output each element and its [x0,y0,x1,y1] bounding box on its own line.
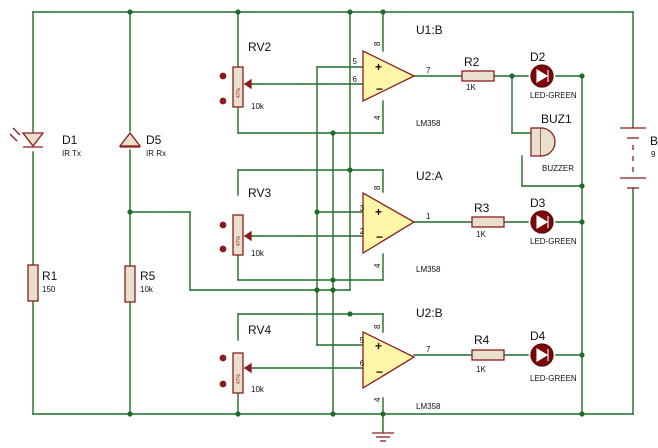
u2a-ref: U2:A [416,169,443,183]
rv4-ref: RV4 [248,323,271,337]
d1-ir-transmitter: D1 IR Tx [9,127,81,158]
d4-led: D4 LED-GREEN [530,329,577,383]
u1b-pin-out: 7 [426,66,431,75]
rv3-value: 10k [251,249,265,258]
d4-ref: D4 [530,329,546,343]
rv4-value: 10k [251,385,265,394]
buz1-value: BUZZER [542,164,574,173]
r3-resistor: R3 1K [471,201,505,239]
u2b-pin-vcc: 8 [373,324,382,329]
b1-battery: B 9 [620,127,658,189]
d5-ir-receiver: D5 IR Rx [118,131,166,158]
svg-text:−: − [376,82,383,96]
u2b-ref: U2:B [416,306,443,320]
d5-ref: D5 [146,133,162,147]
u2b-pin-gnd: 4 [373,397,382,402]
r3-ref: R3 [474,201,490,215]
d4-value: LED-GREEN [530,374,577,383]
r1-value: 150 [42,285,56,294]
svg-text:−: − [376,365,383,379]
rv4-potentiometer: 47% RV4 10k [219,323,271,394]
d1-value: IR Tx [62,149,81,158]
r2-value: 1K [466,83,476,92]
buz1-ref: BUZ1 [541,112,572,126]
u1b-part: LM358 [416,119,441,128]
rv2-ref: RV2 [248,40,271,54]
r5-value: 10k [140,285,154,294]
ground-symbol [372,432,394,442]
rv3-ref: RV3 [248,186,271,200]
b1-value: 9 [651,150,656,159]
rv2-body-text: 47% [236,87,242,98]
u1b-pin-gnd: 4 [373,115,382,120]
u2b-pin-noninv: 5 [360,336,365,345]
d2-led: D2 LED-GREEN [530,50,577,100]
wires [32,11,634,433]
u2a-pin-vcc: 8 [373,185,382,190]
r2-ref: R2 [464,55,480,69]
d2-value: LED-GREEN [530,91,577,100]
svg-text:+: + [375,339,382,353]
rv2-potentiometer: 47% RV2 10k [219,40,271,111]
svg-text:−: − [376,230,383,244]
d3-led: D3 LED-GREEN [530,196,577,246]
r4-value: 1K [476,365,486,374]
buz1-buzzer: BUZ1 BUZZER [530,112,574,173]
r4-ref: R4 [474,333,490,347]
u2a-pin-out: 1 [426,212,431,221]
r1-ref: R1 [42,269,58,283]
r5-resistor: R5 10k [124,265,156,303]
u2b-pin-out: 7 [426,345,431,354]
r1-resistor: R1 150 [27,264,58,302]
rv3-potentiometer: 47% RV3 10k [219,186,271,258]
rv3-body-text: 47% [236,235,242,246]
u2a-opamp: + − 3 2 1 8 4 U2:A LM358 [360,169,443,274]
u2a-pin-inv: 2 [360,227,365,236]
u1b-pin-noninv: 5 [353,57,358,66]
d2-ref: D2 [530,50,546,64]
b1-ref: B [650,134,658,148]
junction-dots [127,9,585,417]
d1-ref: D1 [62,133,78,147]
u2a-pin-noninv: 3 [360,204,365,213]
d3-value: LED-GREEN [530,237,577,246]
u1b-pin-inv: 6 [353,75,358,84]
d3-ref: D3 [530,196,546,210]
u1b-pin-vcc: 8 [373,41,382,46]
svg-text:+: + [375,60,382,74]
svg-text:+: + [375,205,382,219]
u2b-pin-inv: 6 [360,359,365,368]
u1b-ref: U1:B [416,23,443,37]
rv4-body-text: 47% [236,373,242,384]
u1b-opamp: + − 5 6 7 8 4 U1:B LM358 [353,23,443,128]
u2b-part: LM358 [416,402,441,411]
u2a-pin-gnd: 4 [373,263,382,268]
r5-ref: R5 [140,269,156,283]
rv2-value: 10k [251,102,265,111]
d5-value: IR Rx [146,149,166,158]
u2b-opamp: + − 5 6 7 8 4 U2:B LM358 [360,306,443,411]
u2a-part: LM358 [416,265,441,274]
r3-value: 1K [476,230,486,239]
r2-resistor: R2 1K [461,55,495,92]
r4-resistor: R4 1K [471,333,505,374]
